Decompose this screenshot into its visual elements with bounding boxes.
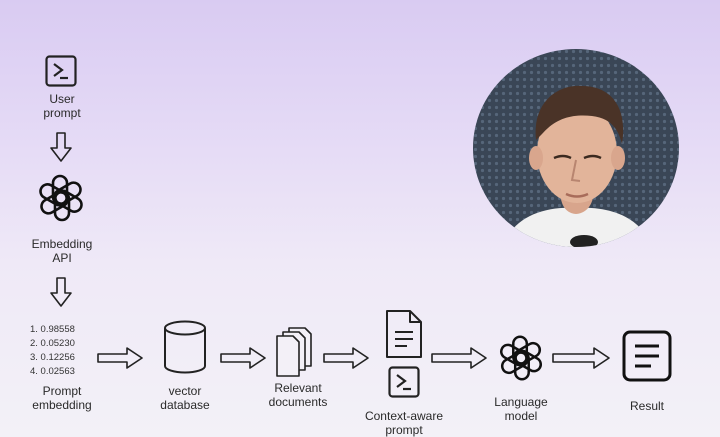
- result-icon: [622, 330, 672, 382]
- embedding-value: 4. 0.02563: [30, 366, 75, 377]
- arrow-right-icon: [323, 347, 369, 369]
- arrow-right-icon: [220, 347, 266, 369]
- presenter-avatar: [473, 49, 679, 247]
- arrow-right-icon: [431, 347, 487, 369]
- language-model-label: Language model: [494, 395, 548, 423]
- embedding-values-list: 1. 0.98558 2. 0.05230 3. 0.12256 4. 0.02…: [30, 323, 75, 379]
- openai-logo-icon: [499, 335, 543, 381]
- arrow-down-icon: [50, 132, 72, 162]
- openai-logo-icon: [39, 174, 83, 222]
- terminal-icon: [388, 366, 420, 398]
- context-aware-prompt-label: Context-aware prompt: [364, 409, 444, 437]
- embedding-value: 1. 0.98558: [30, 324, 75, 335]
- result-label: Result: [629, 399, 664, 413]
- embedding-value: 3. 0.12256: [30, 352, 75, 363]
- terminal-icon: [45, 55, 77, 87]
- document-icon: [386, 310, 422, 358]
- arrow-down-icon: [50, 277, 72, 307]
- arrow-right-icon: [97, 347, 143, 369]
- relevant-documents-label: Relevant documents: [268, 381, 328, 409]
- prompt-embedding-label: Prompt embedding: [32, 384, 92, 412]
- user-prompt-label: User prompt: [43, 92, 81, 120]
- documents-icon: [276, 327, 312, 377]
- vector-database-label: vector database: [160, 384, 210, 412]
- arrow-right-icon: [552, 347, 610, 369]
- embedding-value: 2. 0.05230: [30, 338, 75, 349]
- embedding-api-label: Embedding API: [31, 237, 93, 265]
- database-icon: [164, 320, 206, 374]
